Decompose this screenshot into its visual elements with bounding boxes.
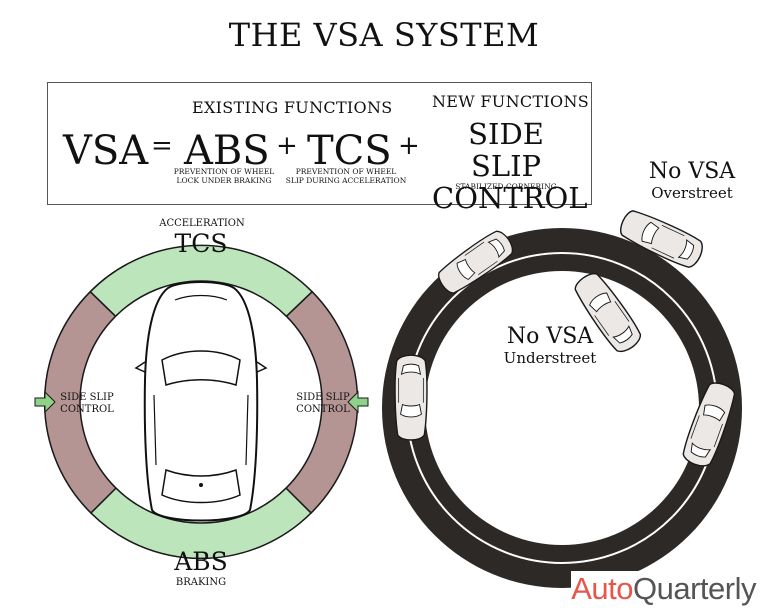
equals-sign: = [151, 131, 173, 161]
abs-description: PREVENTION OF WHEEL LOCK UNDER BRAKING [168, 167, 280, 185]
understreet-text: Understreet [503, 349, 597, 367]
logo-quarterly: Quarterly [633, 571, 756, 606]
existing-functions-header: EXISTING FUNCTIONS [192, 98, 393, 117]
car-top-view-icon [134, 281, 268, 522]
side-slip-description: STABILIZED CORNERING [455, 182, 557, 191]
plus-sign-1: + [276, 131, 298, 161]
abs-term: ABS [184, 128, 270, 174]
acceleration-label: ACCELERATION [159, 218, 245, 229]
road-diagram [382, 205, 742, 588]
tcs-ring-label: TCS [174, 229, 228, 258]
label-line: CONTROL [296, 404, 350, 415]
no-vsa-text: No VSA [648, 159, 736, 184]
logo-auto: Auto [571, 571, 634, 606]
arrow-right-icon [34, 390, 56, 414]
page-title: THE VSA SYSTEM [228, 16, 540, 54]
side-slip-control-right-label: SIDE SLIP CONTROL [292, 392, 354, 416]
autoquarterly-logo: AutoQuarterly [571, 571, 756, 607]
equation-box [47, 82, 592, 205]
no-vsa-text: No VSA [506, 324, 594, 349]
tcs-description-line: PREVENTION OF WHEEL [295, 167, 397, 176]
braking-label: BRAKING [175, 577, 227, 588]
overstreet-text: Overstreet [651, 184, 733, 202]
side-slip-control-term: SIDE SLIP CONTROL [432, 117, 588, 215]
control-line: CONTROL [432, 181, 588, 215]
overstreet-label: No VSA Overstreet [642, 159, 742, 203]
understreet-label: No VSA Understreet [495, 324, 605, 368]
arrow-left-icon [347, 390, 369, 414]
side-slip-line: SIDE SLIP [468, 117, 544, 183]
car-icon [394, 354, 428, 441]
plus-sign-2: + [398, 131, 420, 161]
abs-description-line: LOCK UNDER BRAKING [176, 176, 272, 185]
vsa-term: VSA [63, 128, 149, 174]
label-line: CONTROL [60, 404, 114, 415]
label-line: SIDE SLIP [60, 392, 114, 403]
new-functions-header: NEW FUNCTIONS [432, 92, 590, 111]
tcs-term: TCS [307, 128, 392, 174]
side-slip-control-left-label: SIDE SLIP CONTROL [56, 392, 118, 416]
abs-ring-label: ABS [174, 547, 228, 576]
tcs-description-line: SLIP DURING ACCELERATION [285, 176, 407, 185]
abs-description-line: PREVENTION OF WHEEL [173, 167, 275, 176]
road-inner-area [425, 271, 699, 545]
tcs-description: PREVENTION OF WHEEL SLIP DURING ACCELERA… [283, 167, 409, 185]
label-line: SIDE SLIP [296, 392, 350, 403]
vsa-ring-diagram [34, 244, 369, 560]
